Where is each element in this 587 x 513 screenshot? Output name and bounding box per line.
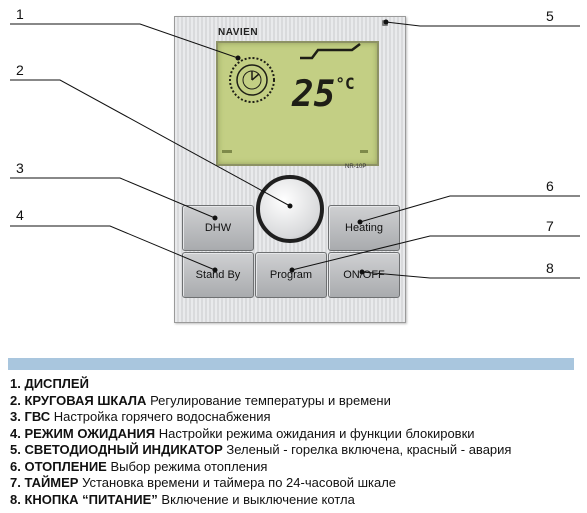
legend-desc: Установка времени и таймера по 24-часово… — [82, 475, 397, 490]
legend-item: 2. КРУГОВАЯ ШКАЛА Регулирование температ… — [10, 393, 580, 410]
legend-desc: Регулирование температуры и времени — [150, 392, 391, 408]
temperature-readout: 25°C — [292, 74, 355, 115]
legend-key: 7. ТАЙМЕР — [10, 475, 79, 490]
legend-key: 5. СВЕТОДИОДНЫЙ ИНДИКАТОР — [10, 442, 223, 457]
callout-1: 1 — [16, 6, 24, 22]
onoff-button-label: ON/OFF — [343, 269, 385, 281]
legend-item: 6. ОТОПЛЕНИЕ Выбор режима отопления — [10, 459, 580, 476]
legend-item: 7. ТАЙМЕР Установка времени и таймера по… — [10, 475, 580, 492]
legend-key: 2. КРУГОВАЯ ШКАЛА — [10, 392, 147, 408]
legend-desc: Включение и выключение котла — [161, 491, 355, 507]
callout-6: 6 — [546, 178, 554, 194]
standby-button[interactable]: Stand By — [182, 252, 254, 298]
display-marks-icon — [222, 150, 368, 153]
legend-key: 4. РЕЖИМ ОЖИДАНИЯ — [10, 425, 156, 441]
legend-desc: Настройки режима ожидания и функции блок… — [158, 425, 475, 441]
legend-item: 5. СВЕТОДИОДНЫЙ ИНДИКАТОР Зеленый - горе… — [10, 442, 580, 459]
heating-button-label: Heating — [345, 222, 383, 234]
legend-key: 6. ОТОПЛЕНИЕ — [10, 458, 107, 474]
temperature-value: 25 — [292, 74, 336, 115]
standby-button-label: Stand By — [195, 269, 241, 281]
legend-list: 1. ДИСПЛЕЙ 2. КРУГОВАЯ ШКАЛА Регулирован… — [10, 376, 580, 508]
callout-7: 7 — [546, 218, 554, 234]
legend-key: 1. ДИСПЛЕЙ — [10, 376, 89, 391]
legend-item: 1. ДИСПЛЕЙ — [10, 376, 580, 393]
dhw-button-label: DHW — [204, 222, 232, 234]
dhw-button[interactable]: DHW — [182, 205, 254, 251]
rotary-dial[interactable] — [256, 175, 324, 243]
model-label: NR-10P — [345, 164, 367, 170]
legend-item: 8. КНОПКА “ПИТАНИЕ” Включение и выключен… — [10, 492, 580, 509]
legend-key: 8. КНОПКА “ПИТАНИЕ” — [10, 491, 158, 507]
legend-desc: Зеленый - горелка включена, красный - ав… — [226, 442, 512, 457]
callout-5: 5 — [546, 8, 554, 24]
legend-key: 3. ГВС — [10, 409, 51, 424]
segment-indicator-icon — [300, 43, 361, 60]
callout-2: 2 — [16, 62, 24, 78]
circular-scale-icon — [229, 57, 275, 103]
legend-item: 4. РЕЖИМ ОЖИДАНИЯ Настройки режима ожида… — [10, 426, 580, 443]
legend-item: 3. ГВС Настройка горячего водоснабжения — [10, 409, 580, 426]
heating-button[interactable]: Heating — [328, 205, 400, 251]
onoff-button[interactable]: ON/OFF — [328, 252, 400, 298]
program-button-label: Program — [269, 269, 313, 281]
legend-desc: Выбор режима отопления — [110, 458, 268, 474]
divider-band — [8, 358, 574, 370]
program-button[interactable]: Program — [255, 252, 327, 298]
temperature-unit: °C — [335, 74, 355, 93]
legend-desc: Настройка горячего водоснабжения — [53, 409, 271, 424]
thermostat-diagram: 1 2 3 4 5 6 7 8 NAVIEN 25°C NR-10P DHW — [10, 6, 580, 323]
